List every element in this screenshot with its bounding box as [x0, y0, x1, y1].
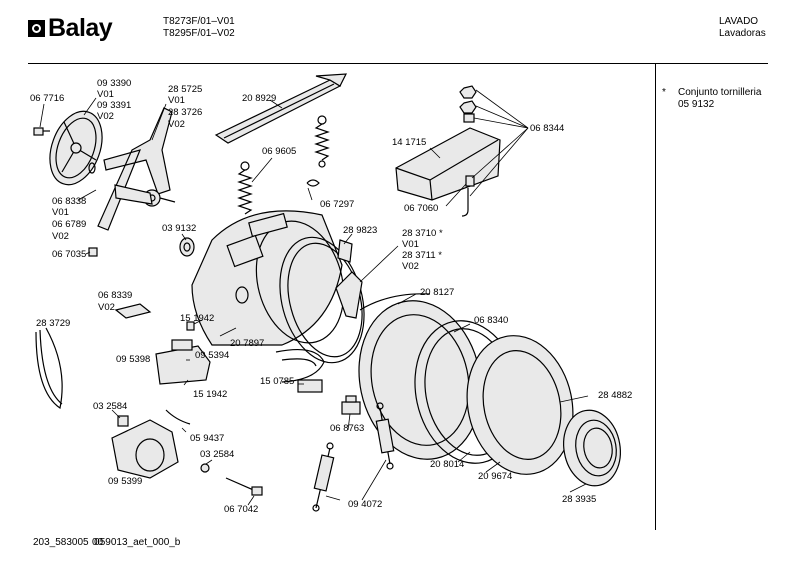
part-label: 14 1715 — [392, 137, 426, 148]
part-label: 09 5394 — [195, 350, 229, 361]
front-ring — [466, 335, 574, 475]
part-label: 28 3935 — [562, 494, 596, 505]
part-label: V02 — [97, 111, 114, 122]
shock-bracket — [335, 239, 363, 319]
part-label: 06 7035 — [52, 249, 86, 260]
part-label: 20 8014 — [430, 459, 464, 470]
document-id-overlap: 00 — [92, 537, 104, 548]
heater-element — [275, 349, 325, 393]
motor-bracket — [155, 339, 211, 385]
part-label: 06 7042 — [224, 504, 258, 515]
drive-belt — [35, 327, 63, 409]
part-label: 20 8127 — [420, 287, 454, 298]
part-label: 06 8340 — [474, 315, 508, 326]
part-label: 06 9605 — [262, 146, 296, 157]
bolt-small — [88, 247, 98, 257]
part-label: V02 — [98, 302, 115, 313]
spring-left — [237, 161, 253, 215]
part-label: 15 1942 — [193, 389, 227, 400]
part-label: 09 3390 — [97, 78, 131, 89]
model-number-1: T8273F/01–V01 — [163, 16, 235, 27]
part-label: 06 7716 — [30, 93, 64, 104]
part-label: 20 7897 — [230, 338, 264, 349]
part-label: 20 9674 — [478, 471, 512, 482]
model-number-2: T8295F/01–V02 — [163, 28, 235, 39]
brand-logo: Balay — [28, 14, 113, 43]
part-label: 28 3726 — [168, 107, 202, 118]
part-label: V01 — [402, 239, 419, 250]
notes-divider — [655, 64, 656, 530]
hose-clip — [165, 409, 191, 425]
part-label: 06 8338 — [52, 196, 86, 207]
part-label: 06 7060 — [404, 203, 438, 214]
note-line-2: 05 9132 — [678, 99, 715, 110]
top-bracket — [214, 73, 348, 144]
part-label: 06 7297 — [320, 199, 354, 210]
part-label: 28 3711 * — [402, 250, 442, 261]
pulley-screw — [33, 127, 50, 136]
part-label: 06 6789 — [52, 219, 86, 230]
part-label: 03 2584 — [200, 449, 234, 460]
part-label: 03 9132 — [162, 223, 196, 234]
spring-clip — [306, 179, 320, 187]
header-divider — [28, 63, 768, 64]
note-line-1: Conjunto tornilleria — [678, 87, 762, 98]
part-label: 28 3729 — [36, 318, 70, 329]
info-plate — [114, 303, 152, 319]
part-label: 06 8344 — [530, 123, 564, 134]
part-label: 03 2584 — [93, 401, 127, 412]
part-label: V01 — [97, 89, 114, 100]
category-subtitle: Lavadoras — [719, 28, 766, 39]
note-marker: * — [662, 87, 666, 98]
nut-small — [200, 463, 210, 473]
connector — [341, 395, 361, 415]
part-label: 28 5725 — [168, 84, 202, 95]
part-label: 09 5399 — [108, 476, 142, 487]
bearing-nut — [179, 237, 195, 257]
part-label: 28 3710 * — [402, 228, 443, 239]
part-labels: 06 7716 09 3390 V01 09 3391 V02 28 5725 … — [30, 78, 632, 515]
part-label: 09 4072 — [348, 499, 382, 510]
brand-name: Balay — [48, 14, 113, 42]
part-label: 15 0785 — [260, 376, 294, 387]
part-label: 09 3391 — [97, 100, 131, 111]
part-label: 15 1942 — [180, 313, 214, 324]
long-bolt — [461, 188, 469, 217]
part-label: V02 — [168, 119, 185, 130]
part-label: 09 5398 — [116, 354, 150, 365]
part-label: V01 — [168, 95, 185, 106]
part-label: V02 — [52, 231, 69, 242]
nuts — [459, 85, 477, 123]
part-label: 28 4882 — [598, 390, 632, 401]
part-label: 06 8339 — [98, 290, 132, 301]
bolt-clamp — [465, 175, 475, 187]
leader-lines — [39, 89, 589, 506]
part-label: 28 9823 — [343, 225, 377, 236]
part-label: 20 8929 — [242, 93, 276, 104]
spring-right — [314, 115, 330, 168]
document-id: 203_583005 059013_aet_000_b — [33, 537, 181, 548]
part-label: V02 — [402, 261, 419, 272]
brand-logo-icon — [28, 20, 45, 37]
motor-bolt — [225, 477, 263, 496]
shock-absorber-left — [312, 442, 335, 512]
shock-absorber-right — [375, 402, 395, 470]
rear-tub-housing — [191, 210, 345, 346]
motor — [111, 415, 179, 479]
washer — [88, 162, 96, 174]
part-label: 05 9437 — [190, 433, 224, 444]
door-seal — [563, 409, 621, 487]
part-label: V01 — [52, 207, 69, 218]
part-label: 06 8763 — [330, 423, 364, 434]
drum-spider — [97, 107, 176, 231]
screw — [186, 321, 195, 331]
category-title: LAVADO — [719, 16, 759, 27]
